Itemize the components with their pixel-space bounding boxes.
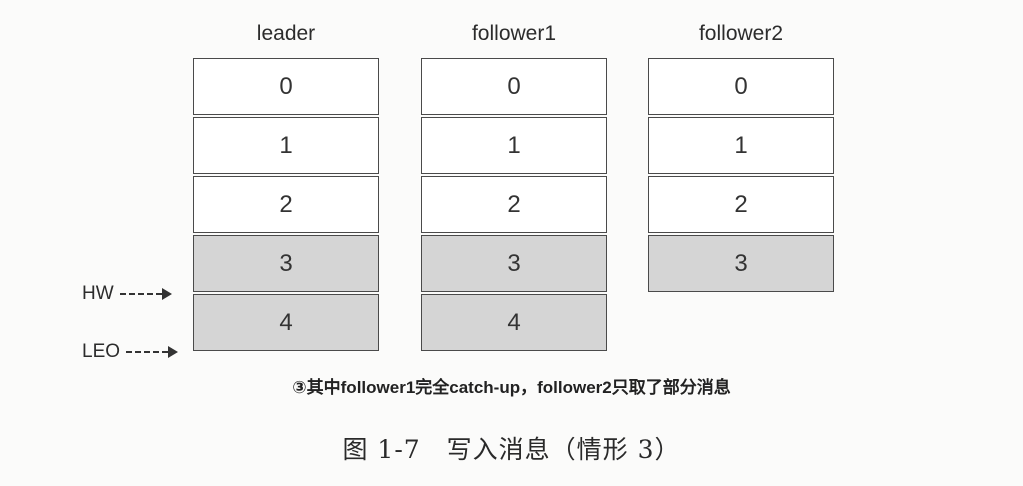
log-cell-uncommitted: 3: [193, 235, 379, 292]
leo-arrow-icon: [168, 346, 179, 358]
leo-label: LEO: [82, 341, 121, 362]
hw-arrow-icon: [161, 288, 172, 300]
log-cell-uncommitted: 3: [648, 235, 834, 292]
diagram-caption: ③其中follower1完全catch-up，follower2只取了部分消息: [292, 378, 731, 397]
log-cell-uncommitted: 4: [193, 294, 379, 351]
log-cell: 0: [193, 58, 379, 115]
leader-column: leader 0 1 2 3 4: [193, 18, 379, 353]
log-cell: 1: [193, 117, 379, 174]
column-title: follower2: [698, 22, 784, 45]
leo-marker: LEO: [82, 341, 179, 363]
figure-caption: 图 1-7 写入消息（情形 3）: [342, 435, 681, 464]
hw-dash-line: [119, 293, 162, 295]
log-cell: 0: [421, 58, 607, 115]
log-cell: 1: [648, 117, 834, 174]
hw-marker: HW: [82, 283, 172, 305]
follower2-column: follower2 0 1 2 3: [648, 18, 834, 294]
log-cell: 0: [648, 58, 834, 115]
leo-dash-line: [126, 351, 169, 353]
log-cell-uncommitted: 4: [421, 294, 607, 351]
log-cell-uncommitted: 3: [421, 235, 607, 292]
log-cell: 2: [421, 176, 607, 233]
log-cell: 2: [193, 176, 379, 233]
column-title: follower1: [471, 22, 557, 45]
column-title: leader: [256, 22, 316, 45]
log-cell: 1: [421, 117, 607, 174]
hw-label: HW: [82, 283, 114, 304]
log-cell: 2: [648, 176, 834, 233]
follower1-column: follower1 0 1 2 3 4: [421, 18, 607, 353]
